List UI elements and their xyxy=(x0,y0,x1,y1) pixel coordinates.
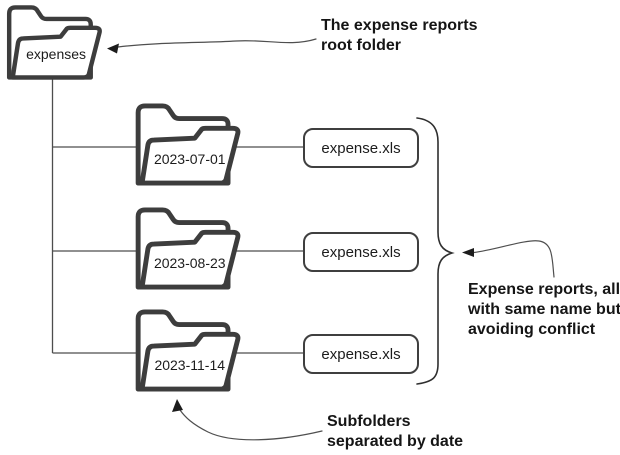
annotation-line: The expense reports xyxy=(321,17,478,34)
folder-icon xyxy=(135,207,241,290)
leader-dates-arrowhead xyxy=(172,399,183,412)
folder-label: expenses xyxy=(26,45,87,62)
leader-files-arrowhead xyxy=(462,248,474,257)
folder-label: 2023-07-01 xyxy=(153,151,226,168)
file-box-3: expense.xls xyxy=(303,334,419,374)
folder-icon xyxy=(135,309,241,392)
file-label: expense.xls xyxy=(321,243,401,261)
annotation-expense-files: Expense reports, all with same name but … xyxy=(468,280,620,340)
annotation-line: with same name but xyxy=(468,301,620,318)
folder-2023-11-14: 2023-11-14 xyxy=(132,307,242,393)
folder-root: expenses xyxy=(2,3,105,81)
leader-root-arrow xyxy=(117,38,317,48)
folder-2023-08-23: 2023-08-23 xyxy=(132,205,242,291)
annotation-line: avoiding conflict xyxy=(468,321,596,338)
folder-2023-07-01: 2023-07-01 xyxy=(132,101,242,187)
file-box-1: expense.xls xyxy=(303,128,419,168)
folder-label: 2023-08-23 xyxy=(153,255,226,272)
annotation-line: Expense reports, all xyxy=(468,281,620,298)
brace-bracket xyxy=(416,117,455,385)
annotation-subfolders-date: Subfolders separated by date xyxy=(327,412,463,452)
folder-icon xyxy=(6,5,102,80)
annotation-line: root folder xyxy=(321,37,401,54)
leader-root-arrowhead xyxy=(107,43,119,54)
annotation-line: Subfolders xyxy=(327,413,411,430)
file-box-2: expense.xls xyxy=(303,232,419,272)
file-label: expense.xls xyxy=(321,345,401,363)
annotation-line: separated by date xyxy=(327,433,464,450)
folder-icon xyxy=(135,103,241,186)
folder-label: 2023-11-14 xyxy=(154,357,226,374)
annotation-root-folder: The expense reports root folder xyxy=(321,16,478,56)
leader-files-arrow xyxy=(473,240,555,278)
leader-dates-arrow xyxy=(179,409,323,441)
file-label: expense.xls xyxy=(321,139,401,157)
